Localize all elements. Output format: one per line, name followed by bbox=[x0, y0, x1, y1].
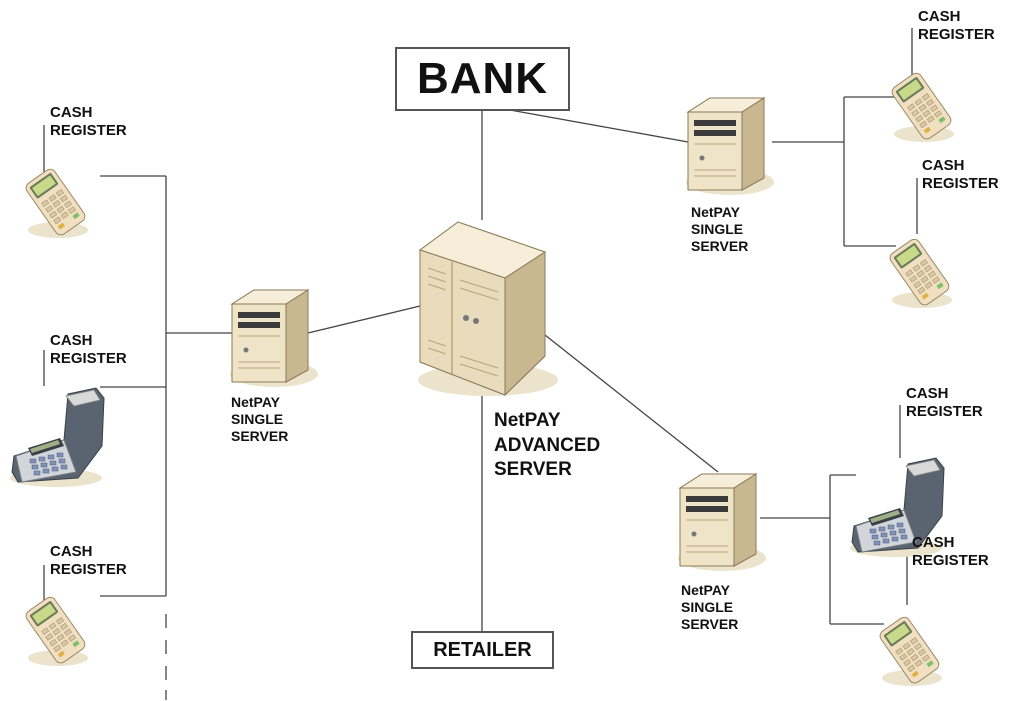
cash-register-label-line2: REGISTER bbox=[912, 552, 989, 569]
cash-register-bottom-right-2-label: CASH REGISTER bbox=[912, 534, 989, 570]
cash-register-label-line2: REGISTER bbox=[922, 175, 999, 192]
cash-register-label-line1: CASH bbox=[50, 104, 93, 121]
cash-register-left-bottom-icon bbox=[23, 594, 89, 667]
single-server-bottom-right-icon bbox=[677, 473, 767, 572]
cash-register-left-top-icon bbox=[23, 166, 89, 239]
advanced-server-label: NetPAY ADVANCED SERVER bbox=[494, 409, 600, 483]
connection-lines bbox=[43, 28, 918, 700]
single-server-bottom-right-label: NetPAY SINGLE SERVER bbox=[681, 582, 738, 632]
cash-register-left-middle-icon bbox=[9, 387, 105, 488]
single-server-top-right-label: NetPAY SINGLE SERVER bbox=[691, 204, 748, 254]
cash-register-label-line1: CASH bbox=[906, 385, 949, 402]
retailer-box: RETAILER bbox=[411, 631, 554, 669]
cash-register-label-line2: REGISTER bbox=[50, 122, 127, 139]
cash-register-label-line2: REGISTER bbox=[50, 350, 127, 367]
cash-register-left-top-label: CASH REGISTER bbox=[50, 104, 127, 140]
cash-register-left-bottom-label: CASH REGISTER bbox=[50, 543, 127, 579]
cash-register-label-line1: CASH bbox=[50, 332, 93, 349]
retailer-label: RETAILER bbox=[433, 638, 532, 661]
cash-register-label-line1: CASH bbox=[912, 534, 955, 551]
cash-register-label-line1: CASH bbox=[918, 8, 961, 25]
single-server-label-line2: SINGLE bbox=[231, 410, 284, 427]
single-server-left-icon bbox=[229, 289, 319, 388]
cash-register-label-line2: REGISTER bbox=[906, 403, 983, 420]
single-server-label-line2: SINGLE bbox=[691, 220, 744, 237]
bank-label: BANK bbox=[416, 54, 549, 103]
cash-register-bottom-right-1-label: CASH REGISTER bbox=[906, 385, 983, 421]
cash-register-label-line2: REGISTER bbox=[50, 561, 127, 578]
advanced-server-label-line3: SERVER bbox=[494, 459, 572, 481]
cash-register-bottom-right-2-icon bbox=[877, 614, 943, 687]
single-server-label-line1: NetPAY bbox=[691, 204, 741, 220]
advanced-server-icon bbox=[418, 221, 558, 397]
single-server-label-line3: SERVER bbox=[691, 237, 749, 254]
cash-register-label-line2: REGISTER bbox=[918, 26, 995, 43]
cash-register-label-line1: CASH bbox=[922, 157, 965, 174]
cash-register-label-line1: CASH bbox=[50, 543, 93, 560]
cash-register-top-right-1-icon bbox=[889, 70, 955, 143]
single-server-label-line3: SERVER bbox=[681, 615, 739, 632]
bank-box: BANK bbox=[395, 47, 570, 111]
single-server-label-line3: SERVER bbox=[231, 427, 289, 444]
single-server-label-line2: SINGLE bbox=[681, 598, 734, 615]
cash-register-top-right-2-icon bbox=[887, 236, 953, 309]
single-server-top-right-icon bbox=[685, 97, 775, 196]
cash-register-top-right-2-label: CASH REGISTER bbox=[922, 157, 999, 193]
advanced-server-label-line1: NetPAY bbox=[494, 410, 561, 431]
advanced-server-label-line2: ADVANCED bbox=[494, 434, 601, 456]
single-server-label-line1: NetPAY bbox=[681, 582, 731, 598]
single-server-left-label: NetPAY SINGLE SERVER bbox=[231, 394, 288, 444]
cash-register-top-right-1-label: CASH REGISTER bbox=[918, 8, 995, 44]
single-server-label-line1: NetPAY bbox=[231, 394, 281, 410]
cash-register-left-middle-label: CASH REGISTER bbox=[50, 332, 127, 368]
